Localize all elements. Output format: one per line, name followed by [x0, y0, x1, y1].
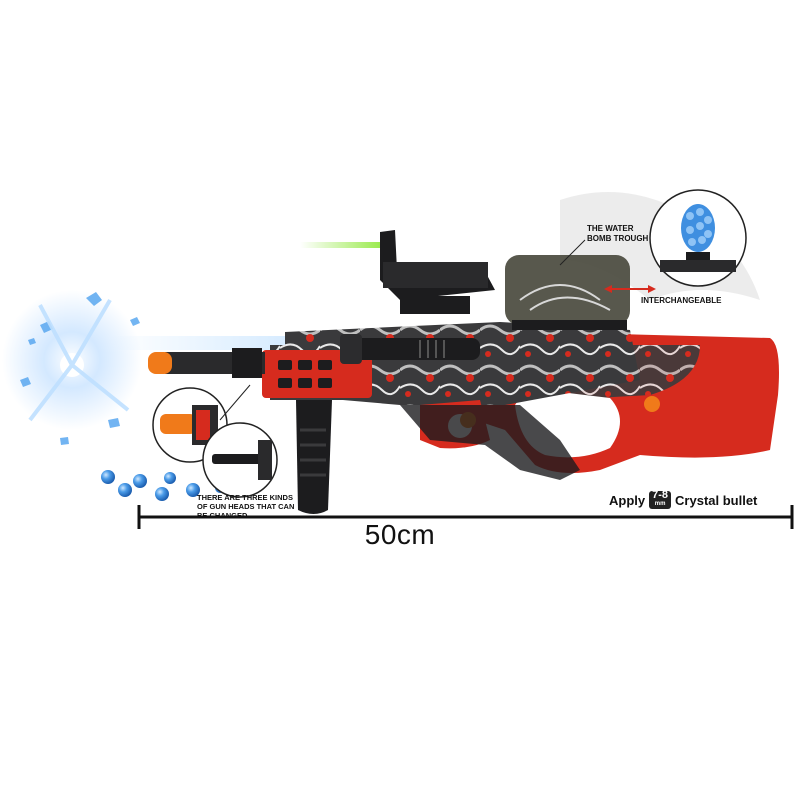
bullet-closeup-inset — [649, 189, 747, 287]
interchangeable-arrow — [604, 285, 656, 293]
red-dot-scope — [380, 230, 495, 314]
water-bomb-trough — [505, 255, 630, 330]
dimension-line — [137, 505, 794, 529]
water-bomb-trough-label: THE WATER BOMB TROUGH — [587, 224, 649, 243]
water-splash — [2, 290, 142, 445]
bullet-size-badge: 7-8 mm — [649, 490, 672, 509]
inset-pointer — [219, 384, 251, 421]
gel-blaster-gun — [148, 230, 779, 514]
flashlight — [340, 334, 480, 364]
interchangeable-label: INTERCHANGEABLE — [641, 296, 722, 305]
orange-muzzle-tip — [148, 352, 172, 374]
gun-head-inset-2 — [202, 422, 278, 498]
crystal-bullet-label: Crystal bullet — [675, 492, 758, 508]
ammo-spec: Apply 7-8 mm Crystal bullet — [609, 490, 758, 509]
trough-pointer — [559, 239, 586, 266]
laser-beam — [300, 242, 390, 248]
apply-label: Apply — [609, 492, 646, 508]
gun-heads-note: THERE ARE THREE KINDS OF GUN HEADS THAT … — [197, 493, 295, 520]
length-label: 50cm — [364, 519, 436, 550]
